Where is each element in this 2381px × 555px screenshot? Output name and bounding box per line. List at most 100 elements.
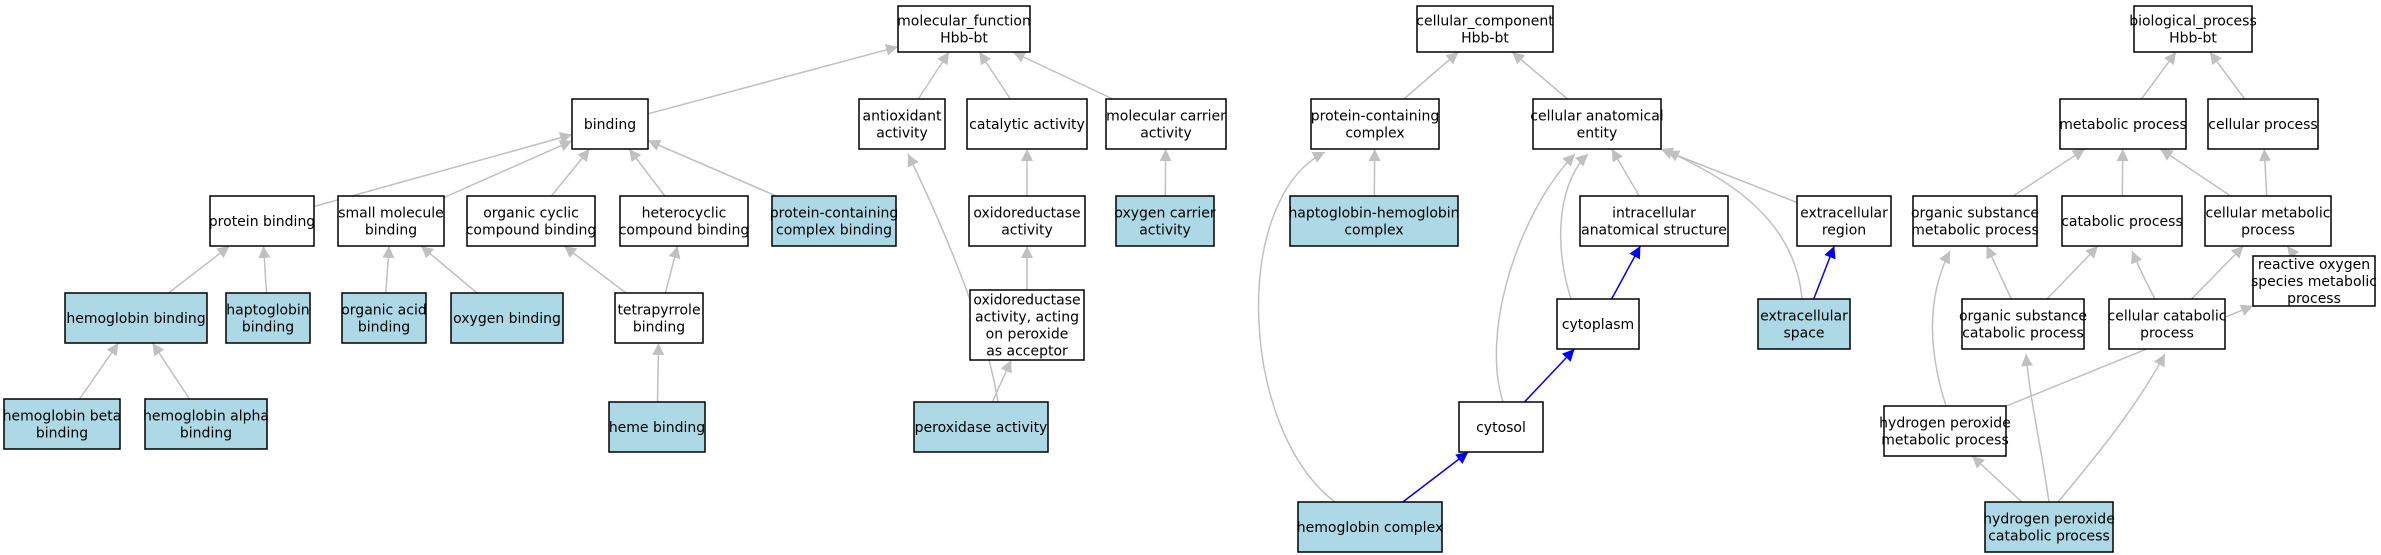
edge-hbalpha-to-hbbinding xyxy=(151,342,191,400)
node-label-line: process xyxy=(2241,222,2295,238)
node-box xyxy=(619,195,749,247)
node-label-line: cellular metabolic xyxy=(2206,205,2331,221)
edge-peroxidase-to-oxredperox xyxy=(991,359,1012,403)
node-box xyxy=(897,5,1031,53)
edge-extraspace-to-cae xyxy=(1666,150,1803,300)
edges-layer xyxy=(78,44,2300,503)
node-label-line: cytosol xyxy=(1476,420,1526,436)
node-heme[interactable]: heme binding xyxy=(608,401,706,453)
node-box xyxy=(1115,195,1215,247)
node-protbind[interactable]: protein binding xyxy=(209,195,315,247)
node-label-line: cellular catabolic xyxy=(2108,308,2227,324)
node-label-line: molecular carrier xyxy=(1106,108,1226,124)
node-label-line: hemoglobin beta xyxy=(3,408,122,424)
node-box xyxy=(144,398,268,450)
node-label-line: metabolic process xyxy=(2059,117,2187,133)
node-label-line: heterocyclic xyxy=(642,205,727,221)
node-box xyxy=(2207,98,2319,150)
node-box xyxy=(450,292,564,344)
node-cellular[interactable]: cellular process xyxy=(2207,98,2319,150)
node-box xyxy=(1796,195,1892,247)
node-label-line: catabolic process xyxy=(1988,528,2110,544)
node-box xyxy=(466,195,596,247)
edge-cellmet-to-cellular xyxy=(2258,148,2271,197)
node-label-line: compound binding xyxy=(466,222,597,238)
node-label-line: oxygen carrier xyxy=(1114,205,1216,221)
edge-cytosol-to-cae xyxy=(1495,153,1576,403)
node-label-line: cellular anatomical xyxy=(1530,108,1663,124)
edge-extraspace-to-extraregion xyxy=(1813,245,1836,300)
node-hbbinding[interactable]: hemoglobin binding xyxy=(64,292,208,344)
edge-cellcat-to-cellmet xyxy=(2190,245,2245,300)
node-box xyxy=(2252,255,2376,307)
node-box xyxy=(571,98,649,150)
node-cytoplasm[interactable]: cytoplasm xyxy=(1556,298,1640,350)
node-label-line: heme binding xyxy=(609,420,705,436)
node-catabolic[interactable]: catabolic process xyxy=(2061,195,2183,247)
node-label-line: molecular_function xyxy=(897,13,1031,29)
edge-molcarrier-to-mf xyxy=(1012,51,1114,100)
node-label-line: Hbb-bt xyxy=(2169,30,2217,46)
node-o2binding[interactable]: oxygen binding xyxy=(450,292,564,344)
node-label-line: catabolic process xyxy=(1962,325,2084,341)
node-binding[interactable]: binding xyxy=(571,98,649,150)
edge-orgcyclic-to-binding xyxy=(550,148,591,197)
node-box xyxy=(2061,195,2183,247)
node-label-line: process xyxy=(2287,291,2341,307)
node-box xyxy=(1757,298,1851,350)
node-label-line: activity xyxy=(1140,125,1192,141)
node-label-line: activity, acting xyxy=(975,309,1079,325)
node-hbcomplex[interactable]: hemoglobin complex xyxy=(1297,501,1443,553)
node-label-line: process xyxy=(2140,325,2194,341)
edge-cytosol-to-cytoplasm xyxy=(1523,348,1576,403)
node-box xyxy=(968,195,1086,247)
edge-cellcat-to-catabolic xyxy=(2131,250,2156,300)
node-label-line: organic cyclic xyxy=(483,205,579,221)
node-box xyxy=(913,401,1049,453)
node-label-line: as acceptor xyxy=(986,343,1068,359)
node-label-line: entity xyxy=(1577,125,1618,141)
node-label-line: compound binding xyxy=(619,222,750,238)
node-peroxidase[interactable]: peroxidase activity xyxy=(913,401,1049,453)
node-label-line: metabolic process xyxy=(1881,432,2009,448)
edge-hapbinding-to-protbind xyxy=(258,245,271,294)
node-catalytic[interactable]: catalytic activity xyxy=(966,98,1088,150)
edge-orgsubcat-to-catabolic xyxy=(2046,245,2099,300)
edge-hbbinding-to-protbind xyxy=(168,245,230,294)
node-metabolic[interactable]: metabolic process xyxy=(2059,98,2187,150)
node-label-line: complex binding xyxy=(776,222,892,238)
edge-h2o2cat-to-h2o2met xyxy=(1971,455,2023,503)
node-cytosol[interactable]: cytosol xyxy=(1458,401,1544,453)
